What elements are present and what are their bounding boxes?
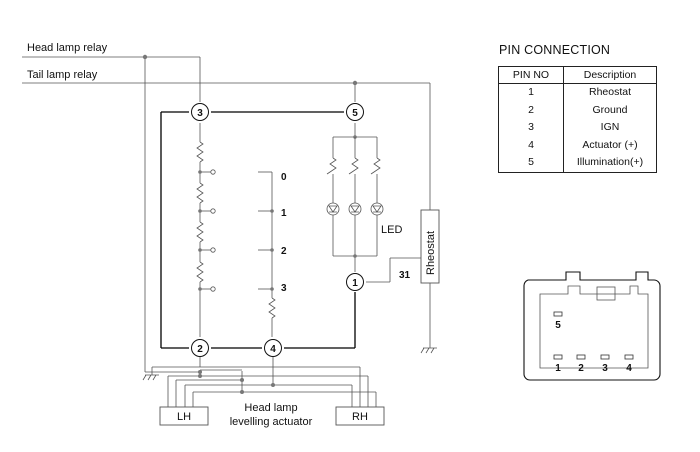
tail-lamp-relay-label: Tail lamp relay <box>27 69 98 81</box>
connector-face-pin-2: 2 <box>578 363 584 374</box>
head-lamp-relay-label: Head lamp relay <box>27 42 108 54</box>
led-block <box>326 123 384 272</box>
connector-pin-3: 3 <box>191 103 209 121</box>
connector-pin-5: 5 <box>346 103 364 121</box>
resistor-ladder <box>196 123 216 337</box>
switch-box <box>160 111 356 349</box>
table-row: 5 Illumination(+) <box>498 154 657 173</box>
rheostat <box>366 209 440 354</box>
actuator-wiring <box>142 357 377 407</box>
svg-text:LH: LH <box>177 411 191 423</box>
header-pin-no: PIN NO <box>498 66 564 84</box>
actuator-rh: RH <box>335 406 385 426</box>
pin-number: 3 <box>498 119 564 137</box>
pin-connection-title: PIN CONNECTION <box>499 43 611 57</box>
switch-position-0: 0 <box>281 172 287 183</box>
svg-text:5: 5 <box>352 108 358 119</box>
rheostat-label: Rheostat <box>425 231 437 275</box>
pin-number: 4 <box>498 136 564 154</box>
table-header-row: PIN NO Description <box>498 66 657 84</box>
svg-text:RH: RH <box>352 411 368 423</box>
switch-position-1: 1 <box>281 208 287 219</box>
svg-text:2: 2 <box>197 344 203 355</box>
actuator-label-line1: Head lamp <box>244 402 297 414</box>
pin-number: 1 <box>498 83 564 102</box>
connector-face-pin-5: 5 <box>555 320 561 331</box>
svg-text:3: 3 <box>197 108 203 119</box>
connector-face <box>523 271 661 381</box>
table-row: 3 IGN <box>498 119 657 137</box>
pin-connection-table: PIN NO Description 1 Rheostat 2 Ground 3… <box>498 66 657 173</box>
pin-number: 5 <box>498 154 564 173</box>
connector-pin-1: 1 <box>346 273 364 291</box>
pin-description: Ground <box>563 101 657 119</box>
pin-description: Actuator (+) <box>563 136 657 154</box>
svg-text:1: 1 <box>352 278 358 289</box>
header-description: Description <box>563 66 657 84</box>
connector-face-pin-1: 1 <box>555 363 561 374</box>
pin-description: IGN <box>563 119 657 137</box>
led-label: LED <box>381 224 402 236</box>
table-row: 1 Rheostat <box>498 83 657 102</box>
pin-description: Illumination(+) <box>563 154 657 173</box>
actuator-label-line2: levelling actuator <box>230 416 313 428</box>
connector-face-pin-3: 3 <box>602 363 608 374</box>
connector-pin-4: 4 <box>264 339 282 357</box>
connector-pin-2: 2 <box>191 339 209 357</box>
pin-number: 2 <box>498 101 564 119</box>
pin-description: Rheostat <box>563 83 657 102</box>
connector-face-pin-4: 4 <box>626 363 632 374</box>
actuator-lh: LH <box>159 406 209 426</box>
switch-position-2: 2 <box>281 246 287 257</box>
wire-31-label: 31 <box>399 270 411 281</box>
svg-text:4: 4 <box>270 344 276 355</box>
switch-position-3: 3 <box>281 283 287 294</box>
table-row: 4 Actuator (+) <box>498 136 657 154</box>
table-row: 2 Ground <box>498 101 657 119</box>
switch-contacts <box>258 171 276 337</box>
relay-lines <box>22 54 431 372</box>
